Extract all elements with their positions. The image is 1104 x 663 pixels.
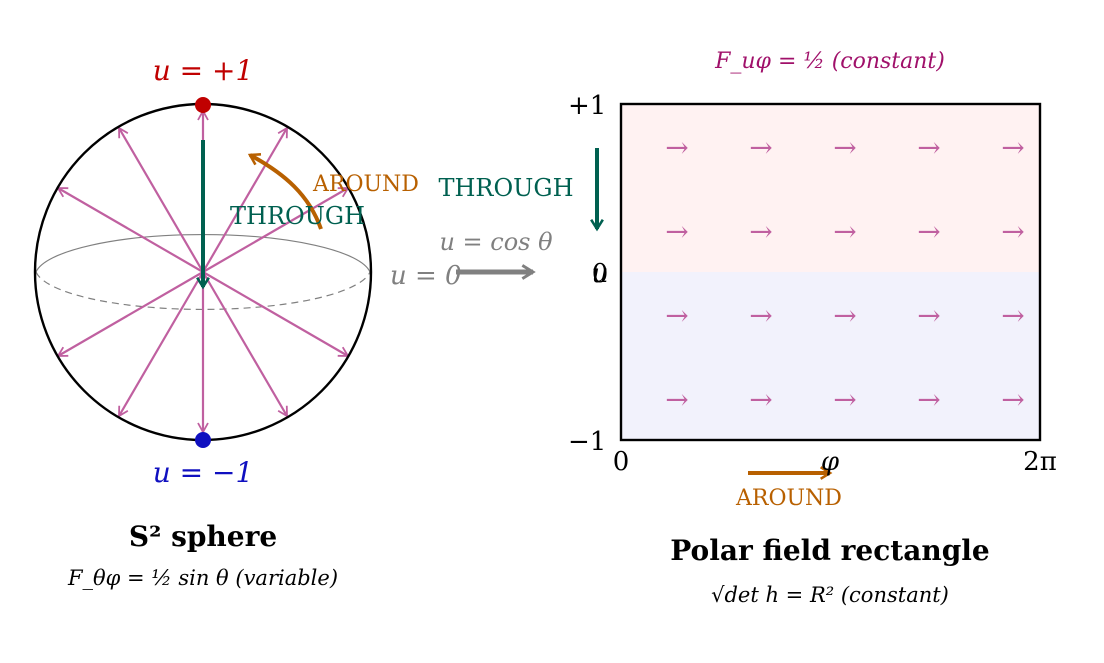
field-arrow: → [1001,383,1024,416]
sphere-bottom-label: u = −1 [153,456,254,489]
field-arrow: → [749,215,772,248]
south-pole-dot [195,432,211,448]
y-tick-top: +1 [568,91,606,121]
sphere-group: u = +1 u = −1 AROUND THROUGH u = 0 S² sp… [33,54,462,590]
y-axis-label-u: u [592,259,609,289]
field-arrow: → [833,131,856,164]
field-arrow: → [749,299,772,332]
field-arrow-grid: → → → → → → → → → → → → → → → → → → → → [665,131,1024,416]
radial-field-lines [56,109,350,434]
field-arrow: → [833,299,856,332]
sphere-caption: F_θφ = ½ sin θ (variable) [67,566,338,590]
rect-caption: √det h = R² (constant) [711,583,949,607]
field-arrow: → [917,383,940,416]
north-pole-dot [195,97,211,113]
rect-through-label: THROUGH [438,174,573,202]
field-arrow: → [749,383,772,416]
sphere-through-label: THROUGH [230,202,365,230]
x-tick-left: 0 [613,447,630,477]
sphere-equator-label: u = 0 [390,261,462,291]
rect-upper-half [621,104,1040,272]
x-axis-label-phi: φ [821,447,840,477]
field-arrow: → [665,383,688,416]
field-arrow: → [917,131,940,164]
field-arrow: → [1001,299,1024,332]
radial-line [202,187,350,273]
rect-title: Polar field rectangle [670,534,989,567]
sphere-around-label: AROUND [312,172,419,197]
field-arrow: → [917,299,940,332]
map-label: u = cos θ [439,228,553,256]
equator-back [35,271,371,311]
x-tick-right: 2π [1023,447,1057,477]
radial-line [202,126,288,273]
y-tick-zero: 0 [592,259,609,289]
field-arrow: → [1001,215,1024,248]
field-arrow: → [665,299,688,332]
rect-top-caption: F_uφ = ½ (constant) [714,49,945,74]
radial-line [56,271,204,357]
field-arrow: → [833,383,856,416]
sphere-top-label: u = +1 [153,54,254,87]
field-arrow: → [665,215,688,248]
radial-line [202,271,350,357]
radial-line [56,187,204,273]
radial-line [202,271,288,418]
field-arrow: → [665,131,688,164]
field-arrow: → [749,131,772,164]
field-arrow: → [1001,131,1024,164]
sphere-title: S² sphere [129,520,277,553]
field-arrow: → [917,215,940,248]
rect-around-label: AROUND [735,486,842,511]
radial-line [118,126,204,273]
rect-frame [619,102,1042,442]
rect-lower-half [621,272,1040,440]
radial-line [118,271,204,418]
map-group: u = cos θ [439,228,553,280]
around-arrow [247,153,323,230]
rect-group: → → → → → → → → → → → → → → → → → → → → THROUGH AROUND +1 0… [438,49,1056,607]
y-tick-bottom: −1 [568,427,606,457]
field-arrow: → [833,215,856,248]
